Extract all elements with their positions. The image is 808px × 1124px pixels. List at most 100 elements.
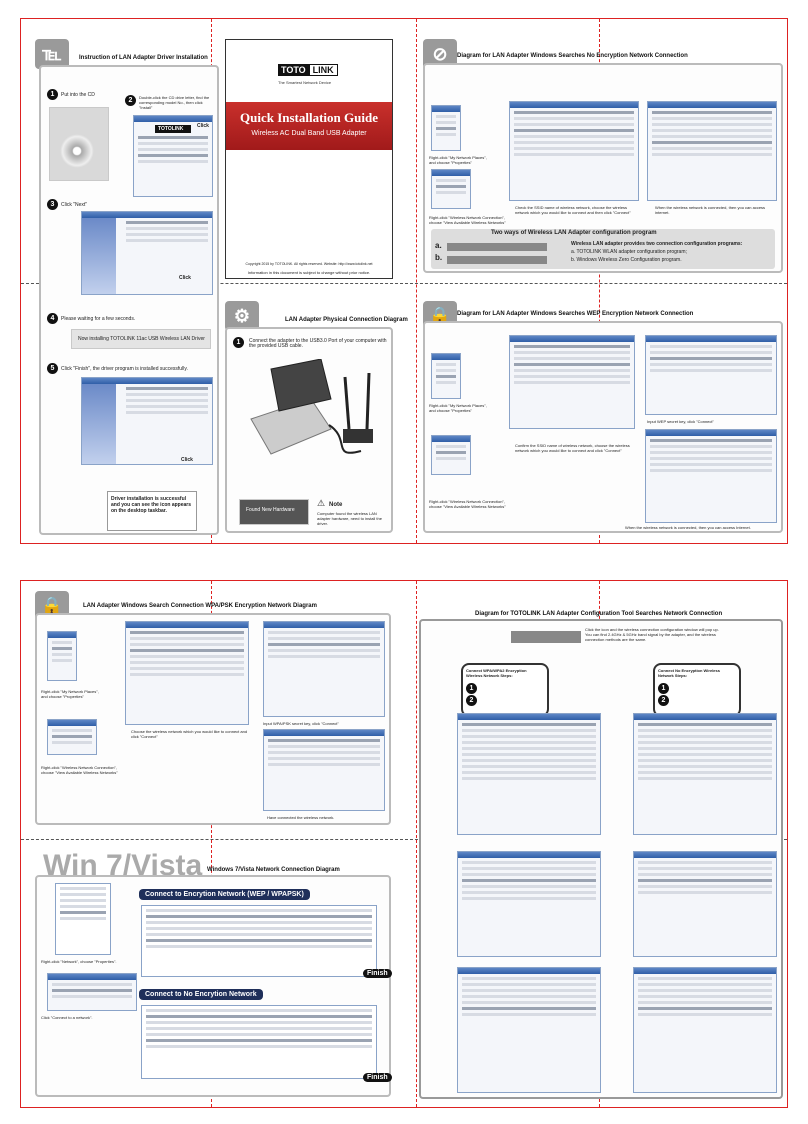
physical-step-text: Connect the adapter to the USB3.0 Port o…	[249, 338, 387, 349]
brand-logo-b: LINK	[308, 64, 338, 76]
tool-title: Diagram for TOTOLINK LAN Adapter Configu…	[475, 611, 723, 617]
win7-click-connect-text: Click "Connect to a network".	[41, 1015, 93, 1020]
win7-enc-button: Connect to Encrytion Network (WEP / WPAP…	[139, 889, 310, 900]
tool-window-right-1	[633, 713, 777, 835]
wpa-key-window	[263, 621, 385, 717]
step-1-badge: 1	[466, 683, 477, 694]
start-menu-shot	[47, 631, 77, 681]
tool-window-left-1	[457, 713, 601, 835]
win7-network-center	[47, 973, 137, 1011]
step1-text: Put into the CD	[61, 92, 95, 98]
step-3-badge: 3	[47, 199, 58, 210]
network-connections-shot	[431, 435, 471, 475]
network-connections-shot	[47, 719, 97, 755]
cd-drive-image	[49, 107, 109, 181]
install-window: TOTOLINK	[133, 115, 213, 197]
physical-title: LAN Adapter Physical Connection Diagram	[285, 317, 408, 323]
step-1-badge: 1	[233, 337, 244, 348]
win7-panel: Right-click "Network", choose "Propertie…	[35, 875, 392, 1097]
found-hw-text: Found New Hardware	[246, 507, 295, 513]
driver-panel: 1 Put into the CD 2 Double-click the CD …	[39, 65, 219, 535]
sheet-top: ℡ Instruction of LAN Adapter Driver Inst…	[20, 18, 788, 544]
progress-box: Now installing TOTOLINK 11ac USB Wireles…	[71, 329, 211, 349]
win7-right-click-text: Right-click "Network", choose "Propertie…	[41, 959, 117, 964]
fold-line	[21, 283, 787, 284]
wizard-window	[81, 211, 213, 295]
step-2-badge: 2	[658, 695, 669, 706]
guide-banner: Quick Installation Guide Wireless AC Dua…	[226, 102, 392, 150]
click-label: Click	[179, 275, 191, 281]
driver-note-box: Driver installation is successful and yo…	[107, 491, 197, 531]
two-ways-title: Two ways of Wireless LAN Adapter configu…	[491, 230, 657, 236]
tool-desc: Click the icon and the wireless connecti…	[585, 627, 719, 642]
enc-steps-box: Connect WPA/WPA2 Encryption Wireless Net…	[461, 663, 549, 717]
tool-window-left-3	[457, 967, 601, 1093]
wep-right-click-wnc: Right-click "Wireless Network Connection…	[429, 499, 506, 509]
finish-badge: Finish	[363, 969, 392, 978]
guide-title: Quick Installation Guide	[240, 110, 378, 125]
two-ways-a: a. TOTOLINK WLAN adapter configuration p…	[571, 249, 687, 255]
wpa-panel: Right-click "My Network Places", and cho…	[35, 613, 391, 825]
two-ways-head: Wireless LAN adapter provides two connec…	[571, 241, 743, 247]
copyright-text: Copyright 2015 by TOTOLINK. All rights r…	[245, 262, 373, 266]
wep-key-window	[645, 335, 777, 415]
brand-logo-small: TOTOLINK	[155, 125, 191, 133]
warning-icon: ⚠	[317, 498, 326, 508]
progress-text: Now installing TOTOLINK 11ac USB Wireles…	[78, 336, 205, 342]
win7-sub: Windows 7/Vista Network Connection Diagr…	[207, 867, 340, 873]
tool-panel: Click the icon and the wireless connecti…	[419, 619, 783, 1099]
win7-noenc-button: Connect to No Encrytion Network	[139, 989, 263, 1000]
right-click-network-text: Right-click "My Network Places", and cho…	[429, 155, 487, 165]
fold-line	[416, 581, 417, 1107]
step4-text: Please waiting for a few seconds.	[61, 316, 136, 322]
wpa-choose-text: Choose the wireless network which you wo…	[131, 729, 248, 739]
brand-logo-a: TOTO	[278, 64, 309, 76]
no-enc-panel: Right-click "My Network Places", and cho…	[423, 63, 783, 273]
gear-antenna-icon: ⚙	[225, 301, 259, 331]
finish-window	[81, 377, 213, 465]
laptop-adapter-illustration	[250, 359, 373, 455]
note-title: Note	[329, 502, 343, 508]
connected-note-text: When the wireless network is connected, …	[655, 205, 766, 215]
wep-list-1	[509, 335, 635, 429]
wep-panel: Right-click "My Network Places", and cho…	[423, 321, 783, 533]
step3-text: Click "Next"	[61, 202, 88, 208]
step-4-badge: 4	[47, 313, 58, 324]
tool-window-right-2	[633, 851, 777, 957]
wep-confirm-text: Confirm the SSID name of wireless networ…	[515, 443, 630, 453]
tool-window-left-2	[457, 851, 601, 957]
copyright-text-2: Information in this document is subject …	[247, 270, 371, 275]
taskbar-strip	[511, 631, 581, 643]
step5-text: Click "Finish", the driver program is in…	[61, 366, 188, 372]
wpa-input-text: Input WPA/PSK secret key, click "Connect…	[263, 721, 339, 726]
step2-text: Double-click the CD drive letter, find t…	[139, 95, 210, 110]
wpa-right-click-network: Right-click "My Network Places", and cho…	[41, 689, 99, 699]
option-a: a.	[435, 241, 442, 250]
toolbar-strip-b	[447, 256, 547, 264]
wep-right-click-network: Right-click "My Network Places", and cho…	[429, 403, 487, 413]
wpa-list-1	[125, 621, 249, 725]
noenc-steps-box: Connect No Encryption Wireless Network S…	[653, 663, 741, 717]
wep-title: Diagram for LAN Adapter Windows Searches…	[457, 311, 694, 317]
toolbar-strip-a	[447, 243, 547, 251]
wpa-title: LAN Adapter Windows Search Connection WP…	[83, 603, 317, 609]
win7-enc-window	[141, 905, 377, 977]
driver-title: Instruction of LAN Adapter Driver Instal…	[79, 55, 208, 61]
fold-line	[21, 839, 787, 840]
wep-list-2	[645, 429, 777, 523]
step-1-badge: 1	[658, 683, 669, 694]
step-5-badge: 5	[47, 363, 58, 374]
step-1-badge: 1	[47, 89, 58, 100]
fold-line	[416, 19, 417, 543]
wep-input-text: Input WEP secret key, click "Connect"	[647, 419, 714, 424]
antenna-icon: ℡	[35, 39, 69, 69]
two-ways-box: Two ways of Wireless LAN Adapter configu…	[431, 229, 775, 269]
sheet-bottom: 🔒 LAN Adapter Windows Search Connection …	[20, 580, 788, 1108]
click-label: Click	[197, 123, 209, 129]
win7-noenc-window	[141, 1005, 377, 1079]
fold-line	[599, 19, 600, 543]
step-2-badge: 2	[466, 695, 477, 706]
wireless-list-2	[647, 101, 777, 201]
finish-badge: Finish	[363, 1073, 392, 1082]
